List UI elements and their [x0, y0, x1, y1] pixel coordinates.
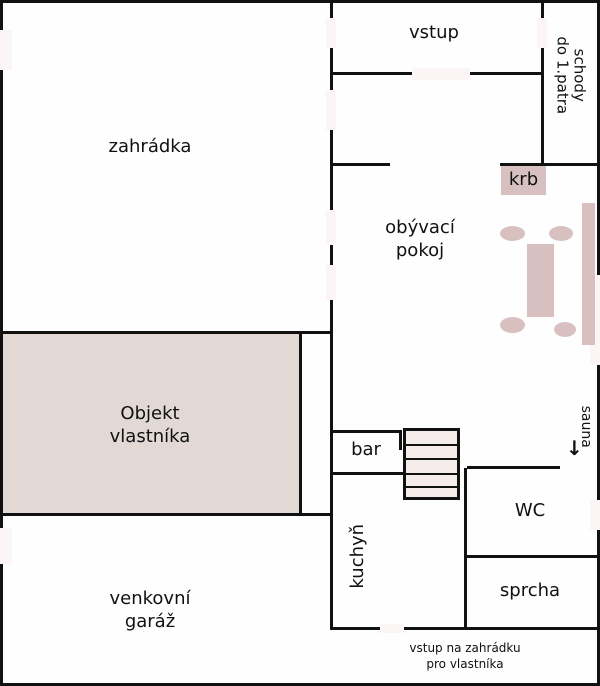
label-kitchen: kuchyň	[346, 523, 368, 589]
wall-bar-bottom	[330, 472, 405, 475]
door-house-left-3	[326, 210, 336, 245]
label-owner-building: Objekt vlastníka	[60, 403, 240, 448]
label-garage-line1: venkovní	[109, 588, 191, 609]
stair-step	[406, 473, 457, 475]
door-left-bottom	[0, 528, 12, 564]
door-house-left-1	[326, 18, 336, 48]
label-stairs-first-floor: schody do 1.patra	[553, 25, 588, 125]
door-stairs	[537, 18, 547, 48]
wall-house-left	[330, 0, 333, 630]
wall-wc-left	[464, 468, 467, 630]
dining-table	[527, 244, 554, 317]
door-house-left-2	[326, 90, 336, 130]
chair-bottom-left	[500, 317, 525, 333]
wall-owner-bottom	[0, 513, 332, 516]
wall-owner-right	[299, 331, 302, 515]
label-stairs-line2: do 1.patra	[553, 36, 571, 115]
label-fireplace: krb	[508, 169, 539, 190]
label-outdoor-garage: venkovní garáž	[60, 588, 240, 633]
door-garden-owner	[380, 624, 404, 633]
sofa	[582, 203, 595, 345]
label-living-line2: pokoj	[395, 239, 445, 261]
fireplace	[501, 166, 546, 195]
arrow-down-icon: ↓	[566, 436, 583, 460]
internal-stairs	[403, 428, 460, 500]
label-garage-line2: garáž	[124, 610, 176, 632]
wall-left	[0, 0, 3, 686]
door-house-left-4	[326, 265, 336, 300]
chair-bottom-right	[554, 322, 576, 337]
wall-bar-top	[330, 430, 402, 433]
wall-house-bottom	[330, 627, 600, 630]
window-right-1	[590, 275, 600, 365]
label-shower: sprcha	[499, 580, 561, 601]
chair-top-right	[549, 226, 573, 241]
stair-step	[406, 444, 457, 446]
label-bar: bar	[351, 439, 381, 460]
label-stairs-line1: schody	[570, 48, 589, 102]
wall-wc-shower	[464, 555, 600, 558]
owner-building-area	[3, 334, 299, 514]
wall-garden-entrance-stub	[330, 627, 333, 630]
label-owner-building-line2: vlastníka	[109, 425, 191, 447]
window-right-2	[590, 500, 600, 530]
wall-stairs-left	[541, 0, 544, 166]
label-entrance: vstup	[409, 22, 459, 43]
door-entrance	[412, 68, 470, 80]
wall-bottom	[0, 683, 600, 686]
label-living-line1: obývací	[385, 217, 455, 238]
stair-step	[406, 458, 457, 460]
label-garden-entrance: vstup na zahrádku pro vlastníka	[370, 640, 560, 672]
label-owner-building-line1: Objekt	[120, 403, 180, 424]
label-garden: zahrádka	[108, 136, 192, 157]
wall-living-top-stub	[330, 163, 390, 166]
wall-wc-top	[467, 466, 560, 469]
label-wc: WC	[514, 500, 546, 521]
stair-step	[406, 486, 457, 488]
door-left-top	[0, 30, 12, 70]
wall-top	[0, 0, 600, 3]
wall-stairs-bottom	[500, 163, 600, 166]
wall-garden-bottom	[0, 331, 332, 334]
label-garden-entrance-line2: pro vlastníka	[426, 657, 504, 672]
wall-bar-stub	[399, 430, 402, 450]
label-garden-entrance-line1: vstup na zahrádku	[409, 641, 521, 655]
chair-top-left	[500, 226, 525, 241]
label-living-room: obývací pokoj	[370, 217, 470, 262]
